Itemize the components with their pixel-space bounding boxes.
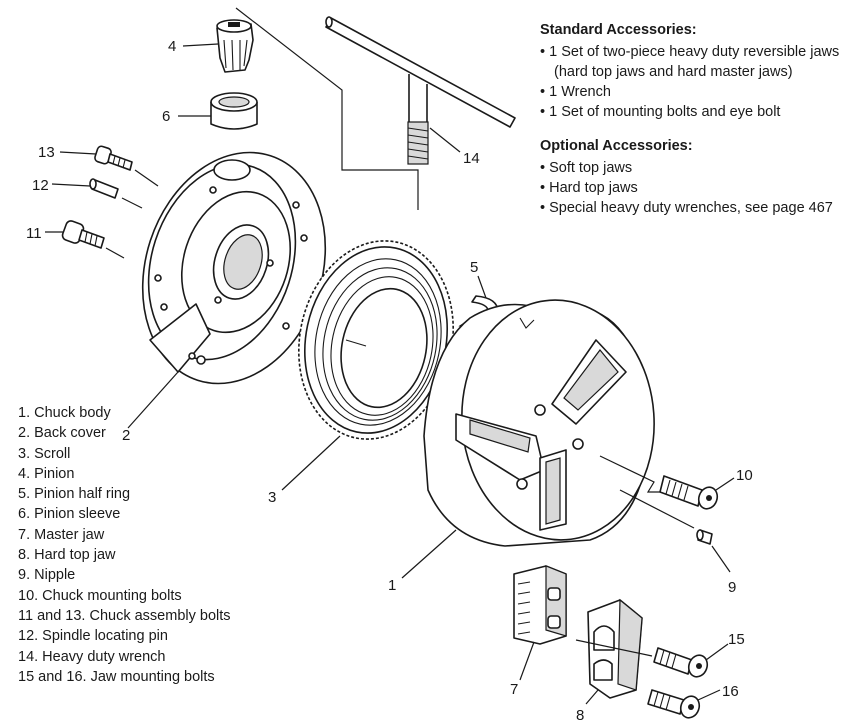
nipple-part xyxy=(696,529,713,545)
parts-list-item: 8. Hard top jaw xyxy=(18,547,116,564)
accessories-panel: Standard Accessories: 1 Set of two-piece… xyxy=(540,20,840,232)
chuck-body-part xyxy=(423,299,655,547)
callout-12: 12 xyxy=(32,177,49,194)
parts-list-item: 5. Pinion half ring xyxy=(18,486,131,503)
optional-accessories-list: Soft top jaws Hard top jaws Special heav… xyxy=(540,158,840,218)
scroll-part xyxy=(298,240,454,440)
callout-9: 9 xyxy=(728,579,736,596)
parts-list-item: 11 and 13. Chuck assembly bolts xyxy=(18,607,231,624)
callout-13: 13 xyxy=(38,144,55,161)
chuck-assembly-bolt-13 xyxy=(94,145,133,171)
callout-11: 11 xyxy=(26,225,42,242)
jaw-mounting-bolt-16 xyxy=(647,689,701,719)
parts-list: 1. Chuck body 2. Back cover 3. Scroll 4.… xyxy=(18,403,231,687)
parts-list-item: 3. Scroll xyxy=(18,445,71,462)
list-item: 1 Set of mounting bolts and eye bolt xyxy=(540,102,840,122)
callout-4: 4 xyxy=(168,38,176,55)
list-item: Hard top jaws xyxy=(540,178,840,198)
parts-list-item: 9. Nipple xyxy=(18,567,76,584)
callout-1: 1 xyxy=(388,577,396,594)
optional-accessories-heading: Optional Accessories: xyxy=(540,138,693,154)
parts-list-item: 6. Pinion sleeve xyxy=(18,506,121,523)
list-item: Soft top jaws xyxy=(540,158,840,178)
standard-accessories-heading: Standard Accessories: xyxy=(540,22,697,38)
callout-6: 6 xyxy=(162,108,170,125)
parts-list-item: 2. Back cover xyxy=(18,425,106,442)
callout-10: 10 xyxy=(736,467,753,484)
parts-list-item: 12. Spindle locating pin xyxy=(18,628,168,645)
list-item: Special heavy duty wrenches, see page 46… xyxy=(540,198,840,218)
jaw-mounting-bolt-15 xyxy=(653,647,709,678)
hard-top-jaw-part xyxy=(587,598,643,699)
callout-15: 15 xyxy=(728,631,745,648)
parts-list-item: 14. Heavy duty wrench xyxy=(18,648,166,665)
master-jaw-part xyxy=(513,565,567,645)
chuck-assembly-bolt-11 xyxy=(61,220,105,249)
pinion-part xyxy=(216,19,254,73)
heavy-duty-wrench-part xyxy=(325,16,516,165)
pinion-sleeve-part xyxy=(210,92,258,130)
parts-list-item: 1. Chuck body xyxy=(18,405,111,421)
callout-14: 14 xyxy=(463,150,480,167)
standard-accessories-list: 1 Set of two-piece heavy duty reversible… xyxy=(540,42,840,122)
parts-list-item: 15 and 16. Jaw mounting bolts xyxy=(18,668,215,685)
callout-2: 2 xyxy=(122,427,130,444)
callout-8: 8 xyxy=(576,707,584,724)
parts-list-item: 10. Chuck mounting bolts xyxy=(18,587,182,604)
list-item: 1 Set of two-piece heavy duty reversible… xyxy=(540,42,840,82)
callout-5: 5 xyxy=(470,259,478,276)
back-cover-part xyxy=(141,151,327,385)
list-item: 1 Wrench xyxy=(540,82,840,102)
parts-list-item: 4. Pinion xyxy=(18,465,75,482)
chuck-mounting-bolt-10 xyxy=(659,475,719,510)
callout-7: 7 xyxy=(510,681,518,698)
spindle-locating-pin-12 xyxy=(89,178,119,199)
callout-3: 3 xyxy=(268,489,276,506)
callout-16: 16 xyxy=(722,683,739,700)
parts-list-item: 7. Master jaw xyxy=(18,526,105,543)
